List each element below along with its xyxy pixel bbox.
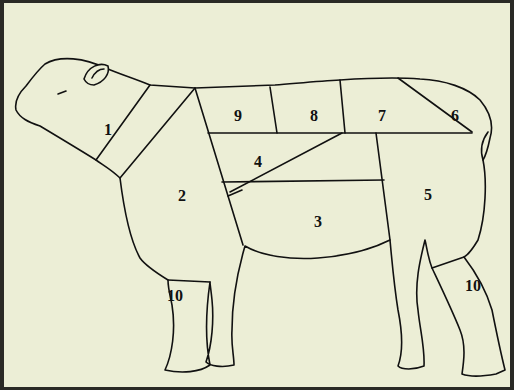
callout-number: 1 xyxy=(104,122,112,138)
callout-number: 4 xyxy=(254,154,262,170)
callout-number: 5 xyxy=(424,187,432,203)
callout-number: 7 xyxy=(378,108,386,124)
callout-number: 10 xyxy=(167,288,183,304)
callout-number: 8 xyxy=(310,108,318,124)
callout-number: 3 xyxy=(314,214,322,230)
callout-number: 2 xyxy=(178,188,186,204)
callout-number: 6 xyxy=(451,108,459,124)
callout-number: 9 xyxy=(234,108,242,124)
callout-number: 10 xyxy=(465,278,481,294)
